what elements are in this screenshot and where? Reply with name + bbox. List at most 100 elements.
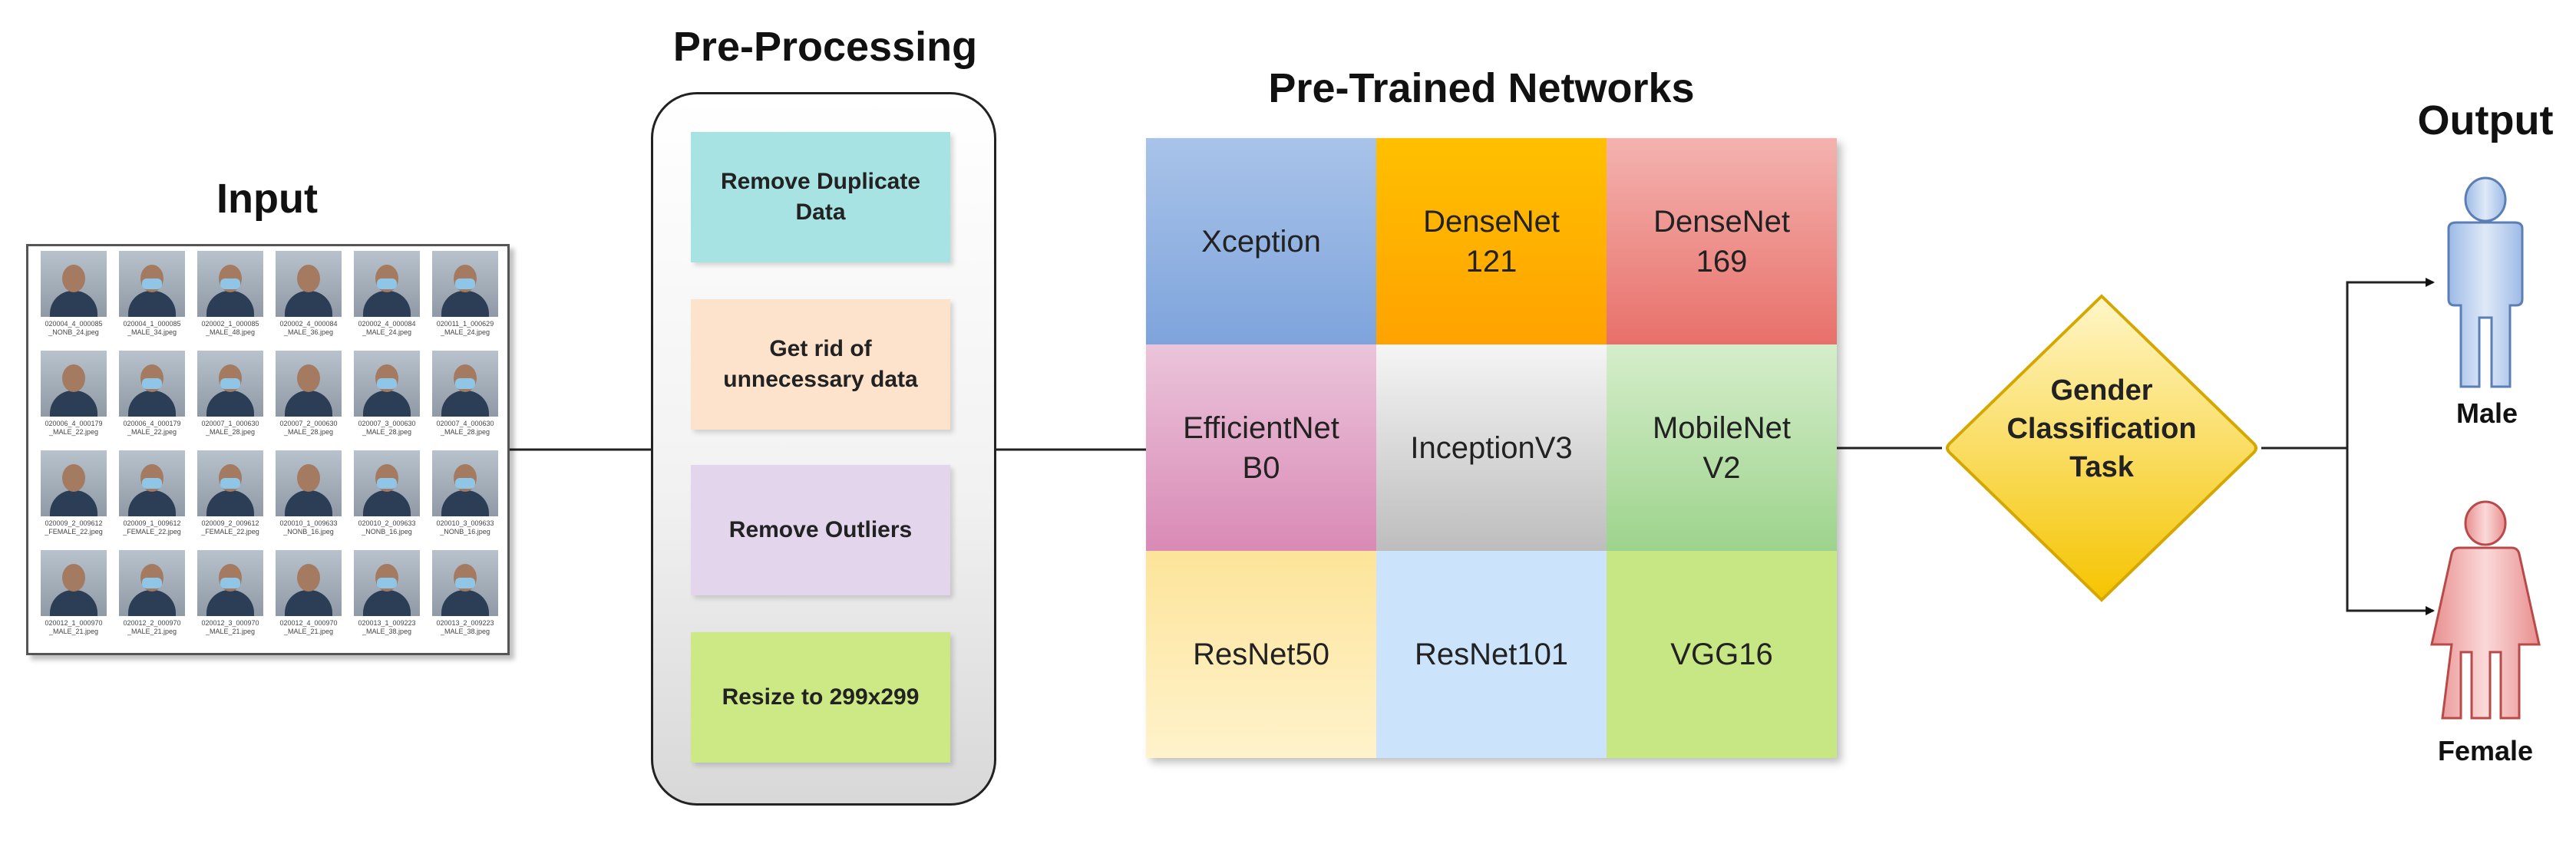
face-photo xyxy=(432,251,498,317)
input-thumbnail: 020013_1_009223 _MALE_38.jpeg xyxy=(349,549,424,648)
network-name: EfficientNet B0 xyxy=(1183,410,1339,485)
to-female-arrow xyxy=(2346,448,2435,615)
network-name: Xception xyxy=(1201,224,1321,259)
input-image-grid: 020004_4_000085 _NONB_24.jpeg 020004_1_00… xyxy=(26,244,510,655)
thumbnail-filename: 020012_2_000970 _MALE_21.jpeg xyxy=(123,619,181,635)
thumbnail-filename: 020002_1_000085 _MALE_48.jpeg xyxy=(201,320,259,336)
face-photo xyxy=(354,251,420,317)
network-name: DenseNet 169 xyxy=(1653,204,1790,278)
input-thumbnail: 020002_4_000084 _MALE_24.jpeg xyxy=(349,249,424,349)
face-photo xyxy=(432,550,498,616)
classifier-label: Gender Classification Task xyxy=(1948,371,2255,486)
face-photo xyxy=(197,351,263,417)
input-thumbnail: 020007_3_000630 _MALE_28.jpeg xyxy=(349,349,424,449)
input-thumbnail: 020012_3_000970 _MALE_21.jpeg xyxy=(193,549,268,648)
thumbnail-filename: 020010_2_009633 _NONB_16.jpeg xyxy=(358,519,416,536)
network-cell: EfficientNet B0 xyxy=(1146,344,1376,551)
face-photo xyxy=(197,450,263,516)
input-thumbnail: 020009_2_009612 _FEMALE_22.jpeg xyxy=(193,449,268,549)
network-name: ResNet50 xyxy=(1193,638,1329,671)
input-thumbnail: 020013_2_009223 _MALE_38.jpeg xyxy=(428,549,503,648)
input-thumbnail: 020011_1_000629 _MALE_24.jpeg xyxy=(428,249,503,349)
input-thumbnail: 020002_1_000085 _MALE_48.jpeg xyxy=(193,249,268,349)
thumbnail-filename: 020009_2_009612 _FEMALE_22.jpeg xyxy=(201,519,259,536)
input-thumbnail: 020002_4_000084 _MALE_36.jpeg xyxy=(271,249,346,349)
face-photo xyxy=(119,351,185,417)
thumbnail-filename: 020009_2_009612 _FEMALE_22.jpeg xyxy=(45,519,103,536)
preprocessing-step: Remove Duplicate Data xyxy=(691,132,950,262)
thumbnail-filename: 020007_2_000630 _MALE_28.jpeg xyxy=(279,420,338,436)
face-photo xyxy=(276,550,342,616)
thumbnail-filename: 020007_1_000630 _MALE_28.jpeg xyxy=(201,420,259,436)
face-photo xyxy=(119,550,185,616)
thumbnail-filename: 020006_4_000179 _MALE_22.jpeg xyxy=(123,420,181,436)
face-photo xyxy=(276,450,342,516)
classifier-line-2: Classification xyxy=(2006,413,2197,445)
thumbnail-filename: 020009_1_009612 _FEMALE_22.jpeg xyxy=(123,519,181,536)
input-thumbnail: 020007_2_000630 _MALE_28.jpeg xyxy=(271,349,346,449)
gender-classification-diamond xyxy=(1940,290,2263,606)
network-name: ResNet101 xyxy=(1414,638,1569,671)
input-thumbnail: 020010_2_009633 _NONB_16.jpeg xyxy=(349,449,424,549)
thumbnail-filename: 020012_3_000970 _MALE_21.jpeg xyxy=(201,619,259,635)
thumbnail-filename: 020004_1_000085 _MALE_34.jpeg xyxy=(123,320,181,336)
network-cell: ResNet50 xyxy=(1146,551,1376,758)
classifier-line-1: Gender xyxy=(2050,374,2153,407)
input-thumbnail: 020012_4_000970 _MALE_21.jpeg xyxy=(271,549,346,648)
classifier-line-3: Task xyxy=(2069,451,2134,483)
network-name: MobileNet V2 xyxy=(1652,410,1792,485)
face-photo xyxy=(432,450,498,516)
face-photo xyxy=(41,550,107,616)
preprocessing-step: Get rid of unnecessary data xyxy=(691,299,950,430)
input-thumbnail: 020004_1_000085 _MALE_34.jpeg xyxy=(114,249,190,349)
thumbnail-filename: 020007_4_000630 _MALE_28.jpeg xyxy=(436,420,494,436)
input-thumbnail: 020009_2_009612 _FEMALE_22.jpeg xyxy=(36,449,111,549)
preprocessing-title: Pre-Processing xyxy=(672,24,978,70)
network-cell: DenseNet 121 xyxy=(1376,138,1607,344)
face-photo xyxy=(276,351,342,417)
input-title: Input xyxy=(216,176,318,222)
male-person-icon xyxy=(2432,175,2539,390)
face-photo xyxy=(41,450,107,516)
preprocessing-step: Resize to 299x299 xyxy=(691,632,950,763)
thumbnail-filename: 020013_2_009223 _MALE_38.jpeg xyxy=(436,619,494,635)
input-thumbnail: 020006_4_000179 _MALE_22.jpeg xyxy=(36,349,111,449)
face-photo xyxy=(119,450,185,516)
face-photo xyxy=(354,550,420,616)
network-cell: DenseNet 169 xyxy=(1607,138,1837,344)
input-thumbnail: 020012_1_000970 _MALE_21.jpeg xyxy=(36,549,111,648)
input-thumbnail: 020009_1_009612 _FEMALE_22.jpeg xyxy=(114,449,190,549)
face-photo xyxy=(41,351,107,417)
thumbnail-filename: 020013_1_009223 _MALE_38.jpeg xyxy=(358,619,416,635)
face-photo xyxy=(197,550,263,616)
face-photo xyxy=(432,351,498,417)
network-name: VGG16 xyxy=(1670,638,1773,671)
network-cell: Xception xyxy=(1146,138,1376,344)
networks-title: Pre-Trained Networks xyxy=(1268,65,1695,111)
thumbnail-filename: 020002_4_000084 _MALE_24.jpeg xyxy=(358,320,416,336)
thumbnail-filename: 020012_4_000970 _MALE_21.jpeg xyxy=(279,619,338,635)
female-label: Female xyxy=(2437,735,2534,766)
face-photo xyxy=(354,351,420,417)
thumbnail-filename: 020006_4_000179 _MALE_22.jpeg xyxy=(45,420,103,436)
network-name: DenseNet 121 xyxy=(1423,204,1560,278)
input-thumbnail: 020004_4_000085 _NONB_24.jpeg xyxy=(36,249,111,349)
thumbnail-filename: 020011_1_000629 _MALE_24.jpeg xyxy=(436,320,494,336)
input-thumbnail: 020010_3_009633 _NONB_16.jpeg xyxy=(428,449,503,549)
thumbnail-filename: 020007_3_000630 _MALE_28.jpeg xyxy=(358,420,416,436)
input-thumbnail: 020012_2_000970 _MALE_21.jpeg xyxy=(114,549,190,648)
male-label: Male xyxy=(2455,397,2518,429)
input-thumbnail: 020010_1_009633 _NONB_16.jpeg xyxy=(271,449,346,549)
face-photo xyxy=(276,251,342,317)
face-photo xyxy=(41,251,107,317)
input-thumbnail: 020007_1_000630 _MALE_28.jpeg xyxy=(193,349,268,449)
face-photo xyxy=(197,251,263,317)
thumbnail-filename: 020010_1_009633 _NONB_16.jpeg xyxy=(279,519,338,536)
thumbnail-filename: 020004_4_000085 _NONB_24.jpeg xyxy=(45,320,103,336)
input-thumbnail: 020007_4_000630 _MALE_28.jpeg xyxy=(428,349,503,449)
network-name: InceptionV3 xyxy=(1410,430,1573,465)
female-person-icon xyxy=(2429,499,2542,721)
face-photo xyxy=(354,450,420,516)
network-cell: InceptionV3 xyxy=(1376,344,1607,551)
